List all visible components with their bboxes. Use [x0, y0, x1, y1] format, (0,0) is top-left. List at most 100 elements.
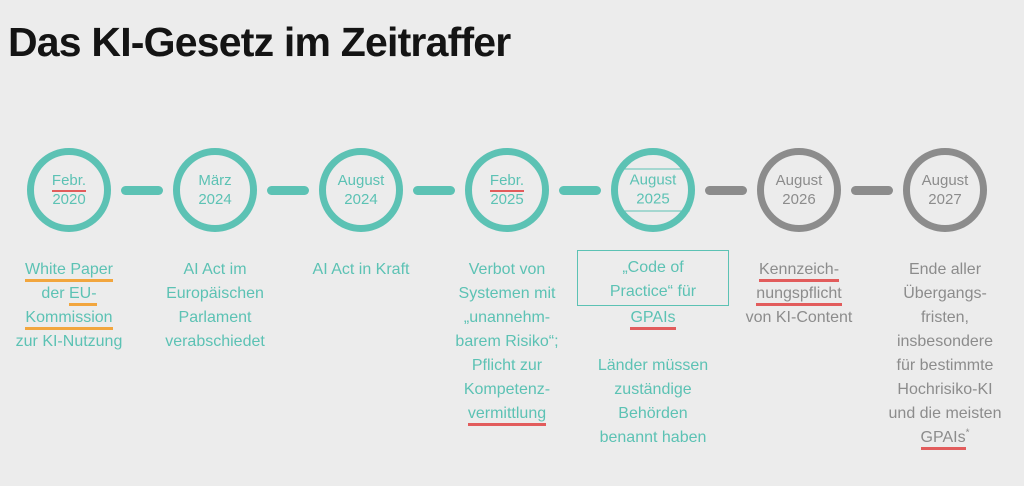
date-line: 2024 [198, 190, 231, 209]
caption-text: fristen, [920, 309, 969, 326]
caption-text: Hochrisiko-KI [897, 381, 993, 398]
caption-line: vermittlung [434, 402, 580, 426]
caption-line: zuständige [580, 378, 726, 402]
caption-text: für bestimmte [896, 357, 994, 374]
date-line: August [776, 171, 823, 190]
date-line: August [922, 171, 969, 190]
date-august-2026: August 2026 [776, 171, 823, 209]
caption-line: benannt haben [580, 426, 726, 450]
caption-line: Kennzeich- [726, 258, 872, 282]
caption-text: von KI-Content [745, 309, 853, 326]
caption-text: „Code of [622, 259, 684, 276]
date-text: August [921, 172, 969, 189]
caption-line: fristen, [872, 306, 1018, 330]
caption-text: Ende aller [908, 261, 982, 278]
caption-text: zuständige [614, 381, 692, 398]
date-text: August [775, 172, 823, 189]
date-line: 2024 [338, 190, 385, 209]
milestone-circle-febr-2020: Febr.2020 [27, 148, 111, 232]
caption-highlight-box: „Code of Practice“ für [577, 250, 729, 306]
caption-text: Parlament [178, 309, 252, 326]
caption-line: Pflicht zur [434, 354, 580, 378]
caption-text: Europäischen [166, 285, 264, 302]
caption-line: „Code of [578, 256, 728, 280]
caption-line: Practice“ für [578, 280, 728, 304]
caption-block: Kennzeich-nungspflicht von KI-Content [726, 258, 872, 330]
caption-line: zur KI-Nutzung [0, 330, 142, 354]
caption-line: Übergangs- [872, 282, 1018, 306]
caption-text: Länder müssen [597, 357, 709, 374]
connector-dash [705, 186, 747, 195]
date-line: 2025 [630, 190, 677, 209]
connector-dash [559, 186, 601, 195]
date-line: Febr. [51, 171, 87, 192]
caption-text: Systemen mit [458, 285, 556, 302]
date-line: März [198, 171, 231, 190]
caption-line: „unannehm- [434, 306, 580, 330]
caption-text: und die meisten [888, 405, 1002, 422]
caption-text: der [41, 285, 69, 302]
caption-line: Kommission [0, 306, 142, 330]
date-line: 2026 [776, 190, 823, 209]
date-text: 2024 [198, 191, 232, 208]
caption-line: und die meisten [872, 402, 1018, 426]
date-maerz-2024: März 2024 [198, 171, 231, 209]
milestone-circle-maerz-2024: März 2024 [173, 148, 257, 232]
caption-block: AI Act in Kraft [288, 258, 434, 282]
caption-text: GPAIs [630, 309, 676, 330]
date-text: März [198, 172, 232, 189]
date-line: 2025 [490, 190, 524, 209]
date-text: 2027 [928, 191, 962, 208]
caption-line: der EU- [0, 282, 142, 306]
connector-dash [851, 186, 893, 195]
caption-text: Pflicht zur [471, 357, 543, 374]
caption-text: Kommission [25, 309, 113, 330]
caption-line: Behörden [580, 402, 726, 426]
date-text: 2026 [782, 191, 816, 208]
caption-text: vermittlung [467, 405, 547, 426]
date-text: 2020 [52, 191, 86, 208]
caption-text: barem Risiko“; [455, 333, 559, 350]
caption-line: verabschiedet [142, 330, 288, 354]
date-febr-2020: Febr.2020 [51, 171, 87, 209]
caption-text: Behörden [618, 405, 688, 422]
caption-text: Kompetenz- [463, 381, 551, 398]
caption-line: Systemen mit [434, 282, 580, 306]
caption-text: nungspflicht [756, 285, 842, 306]
date-text: August [337, 172, 385, 189]
caption-line: Ende aller [872, 258, 1018, 282]
milestone-caption-august-2026: Kennzeich-nungspflicht von KI-Content [726, 258, 872, 330]
date-line: 2027 [922, 190, 969, 209]
caption-text: Übergangs- [903, 285, 987, 302]
connector-dash [413, 186, 455, 195]
caption-text: Practice“ für [609, 283, 697, 300]
date-text: August [629, 171, 677, 189]
caption-line: Länder müssen [580, 354, 726, 378]
caption-line: Hochrisiko-KI [872, 378, 1018, 402]
caption-text: White Paper [24, 261, 114, 282]
caption-text: zur KI-Nutzung [15, 333, 123, 350]
caption-line: insbesondere [872, 330, 1018, 354]
date-line: August [338, 171, 385, 190]
milestone-caption-august-2024: AI Act in Kraft [288, 258, 434, 282]
caption-line: barem Risiko“; [434, 330, 580, 354]
